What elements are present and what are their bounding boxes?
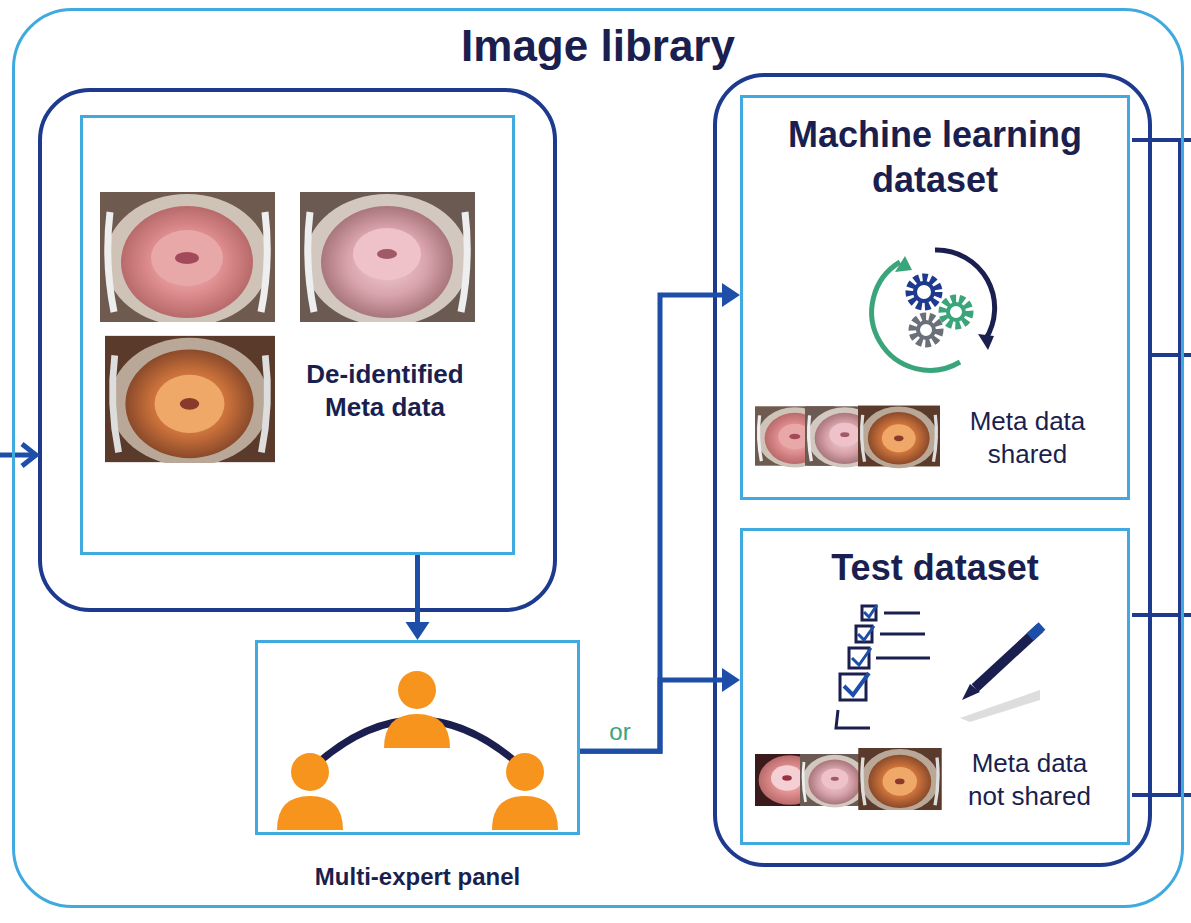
region-title: Image library (12, 18, 1184, 73)
gear-cycle-icon (872, 250, 995, 370)
box-heading: Machine learning dataset (740, 112, 1130, 202)
outer-region: Image libraryDe-identified Meta dataMult… (12, 8, 1184, 908)
box-note: Meta data not shared (952, 747, 1107, 812)
incoming-arrow (0, 444, 36, 466)
flow-arrow (580, 283, 740, 751)
group-frame (715, 75, 1150, 865)
dataset-box: Test datasetMeta data not shared (740, 528, 1130, 845)
box-text: De-identified Meta data (280, 358, 490, 423)
image-box: De-identified Meta data (80, 115, 515, 555)
panel-box: Multi-expert panel (255, 640, 580, 835)
flow-arrow (406, 555, 430, 640)
colposcopy-images (100, 192, 475, 466)
edge-label: or (607, 719, 632, 745)
dataset-box: Machine learning datasetMeta data shared (740, 95, 1130, 500)
panel-heading: Multi-expert panel (255, 862, 580, 892)
thumbnail-stack (755, 748, 942, 812)
expert-panel-icon (277, 671, 558, 830)
flow-arrow (580, 668, 740, 751)
box-heading: Test dataset (740, 545, 1130, 590)
checklist-icon (836, 605, 1042, 728)
box-note: Meta data shared (950, 405, 1105, 470)
group-frame (40, 90, 555, 610)
thumbnail-stack (755, 406, 940, 469)
